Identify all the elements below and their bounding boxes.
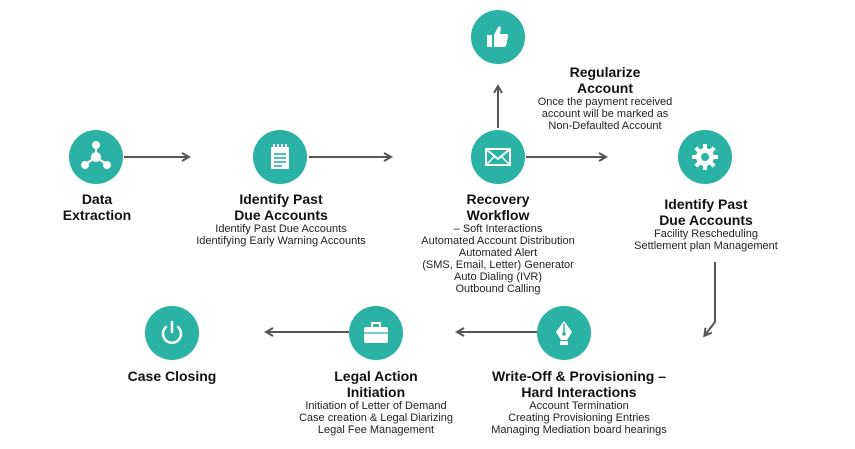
node-identify-past-due-2 [678, 130, 732, 184]
step-title: Identify Past Due Accounts [234, 191, 328, 223]
step-description: Facility Rescheduling Settlement plan Ma… [634, 228, 778, 252]
node-legal-action [349, 306, 403, 360]
step-identify-past-due-2-text: Identify Past Due Accounts Facility Resc… [634, 196, 778, 252]
step-legal-action-text: Legal Action Initiation Initiation of Le… [299, 368, 453, 436]
step-description: Account Termination Creating Provisionin… [491, 400, 667, 436]
node-write-off [537, 306, 591, 360]
step-regularize-account-text: Regularize Account Once the payment rece… [538, 64, 673, 132]
network-icon [81, 141, 111, 169]
step-title: Regularize Account [569, 64, 641, 96]
node-data-extraction [69, 130, 123, 184]
power-icon [161, 320, 183, 344]
step-title: Identify Past Due Accounts [659, 196, 753, 228]
arrow-identify2-to-writeoff [705, 262, 716, 335]
step-description: Once the payment received account will b… [537, 96, 673, 132]
node-regularize-account [471, 10, 525, 64]
step-description: – Soft Interactions Automated Account Di… [421, 223, 575, 295]
gear-icon [692, 144, 718, 170]
notepad-icon [271, 144, 289, 169]
step-data-extraction-text: Data Extraction [63, 191, 131, 223]
step-title: Write-Off & Provisioning – Hard Interact… [492, 368, 666, 400]
step-title: Legal Action Initiation [334, 368, 418, 400]
step-recovery-workflow-text: Recovery Workflow – Soft Interactions Au… [421, 191, 574, 295]
node-case-closing [145, 306, 199, 360]
node-identify-past-due-1 [253, 130, 307, 184]
briefcase-icon [364, 322, 388, 343]
step-write-off-text: Write-Off & Provisioning – Hard Interact… [491, 368, 667, 436]
thumbs-up-icon [487, 26, 509, 47]
pen-nib-icon [556, 321, 572, 345]
step-description: Identify Past Due Accounts Identifying E… [196, 223, 366, 247]
step-identify-past-due-1-text: Identify Past Due Accounts Identify Past… [196, 191, 366, 247]
step-case-closing-text: Case Closing [128, 368, 217, 384]
step-title: Recovery Workflow [466, 191, 530, 223]
envelope-icon [485, 148, 511, 166]
step-title: Case Closing [127, 368, 217, 384]
step-title: Data Extraction [62, 191, 132, 223]
step-description: Initiation of Letter of Demand Case crea… [298, 400, 454, 436]
node-recovery-workflow [471, 130, 525, 184]
